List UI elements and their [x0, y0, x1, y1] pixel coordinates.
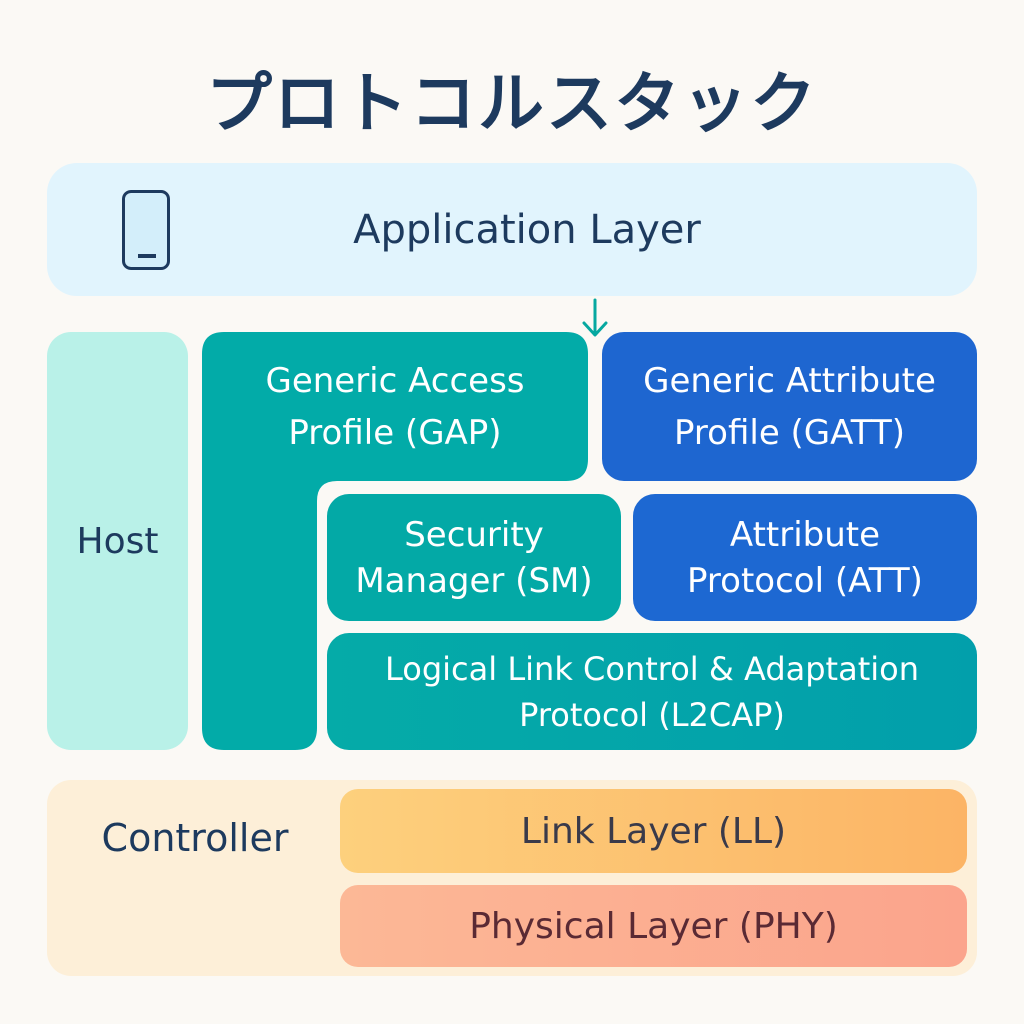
gatt-box: Generic Attribute Profile (GATT): [602, 332, 977, 481]
gatt-label-line1: Generic Attribute: [643, 360, 936, 401]
gap-label-line1: Generic Access: [265, 361, 525, 401]
controller-label: Controller: [101, 816, 289, 860]
security-manager-box: Security Manager (SM): [327, 494, 621, 621]
link-layer-box: Link Layer (LL): [340, 789, 967, 873]
l2cap-label-line2: Protocol (L2CAP): [519, 695, 785, 734]
smartphone-icon: [122, 190, 170, 270]
sm-label-line1: Security: [404, 514, 544, 555]
diagram-title: プロトコルスタック: [206, 65, 818, 142]
attribute-protocol-box: Attribute Protocol (ATT): [633, 494, 977, 621]
att-label-line1: Attribute: [729, 514, 881, 555]
application-layer-label: Application Layer: [353, 206, 701, 253]
physical-layer-box: Physical Layer (PHY): [340, 885, 967, 967]
l2cap-box: Logical Link Control & Adaptation Protoc…: [327, 633, 977, 750]
gap-label: Generic Access Profile (GAP): [202, 352, 588, 462]
att-label-line2: Protocol (ATT): [687, 560, 923, 601]
smartphone-icon-button: [138, 254, 156, 258]
arrow-down-icon: [582, 298, 608, 337]
sm-label-line2: Manager (SM): [355, 560, 593, 601]
gap-label-line2: Profile (GAP): [288, 413, 502, 453]
host-label: Host: [47, 332, 188, 750]
l2cap-label-line1: Logical Link Control & Adaptation: [385, 649, 919, 688]
gap-box: [202, 332, 588, 750]
gatt-label-line2: Profile (GATT): [674, 412, 905, 453]
application-layer-box: [47, 163, 977, 296]
